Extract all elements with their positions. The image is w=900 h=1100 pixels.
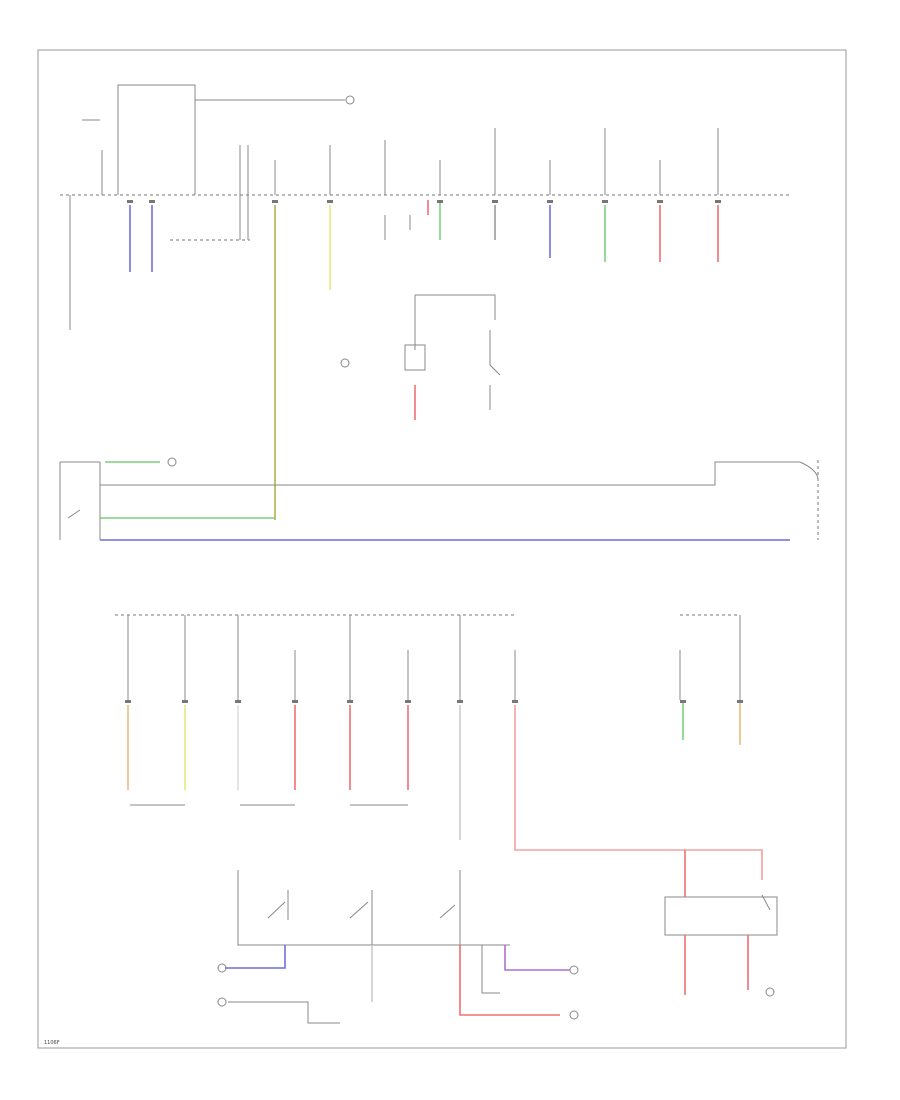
fuse-box-bottom	[115, 614, 778, 1024]
fuse-box-top	[60, 84, 790, 520]
footer-code: 1106F	[44, 1040, 60, 1046]
diagram-frame	[37, 49, 847, 1049]
connector-marks	[125, 200, 743, 703]
ground-wires-mid	[59, 457, 819, 541]
